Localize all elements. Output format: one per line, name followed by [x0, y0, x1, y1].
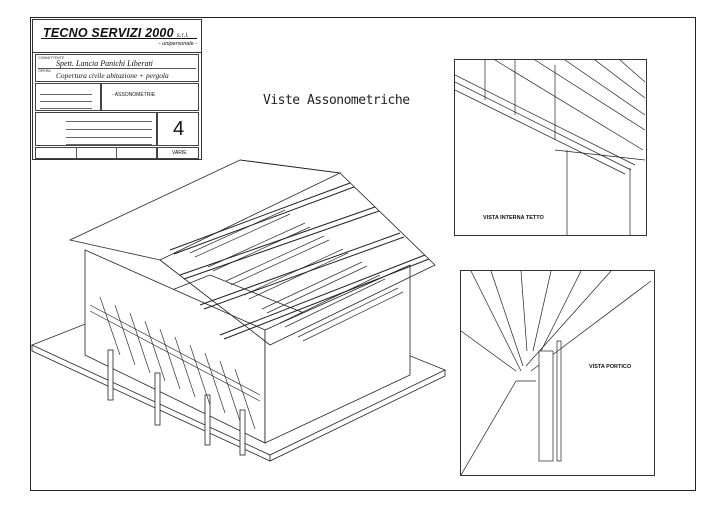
drawing-title: Viste Assonometriche — [263, 93, 410, 108]
sheet-code: VARIE — [172, 150, 187, 156]
sheet-number-box: 4 — [157, 112, 199, 146]
porch-caption: VISTA PORTICO — [589, 364, 632, 370]
revision-divider-2 — [116, 148, 117, 158]
client-box: COMMITTENTE Spett. Lancia Panichi Libera… — [35, 54, 199, 82]
company-underline — [41, 38, 197, 39]
work-description: Copertura civile abitazione + pergola — [56, 71, 169, 80]
company-suffix: s.r.l. — [176, 33, 190, 39]
revision-box — [35, 147, 157, 159]
client-name: Spett. Lancia Panichi Liberati — [56, 59, 153, 68]
client-label: COMMITTENTE — [38, 56, 65, 60]
ref-line-1 — [40, 94, 92, 95]
axonometric-building-drawing — [30, 159, 446, 462]
roof-interior-caption: VISTA INTERNA TETTO — [483, 215, 544, 221]
company-name-text: TECNO SERVIZI 2000 — [43, 26, 174, 40]
ref-line-3 — [40, 108, 92, 109]
drawing-sheet-border — [30, 17, 696, 491]
sheet-code-box: VARIE — [157, 147, 199, 159]
work-label: OPERA — [38, 69, 51, 73]
sheet-number: 4 — [173, 118, 185, 140]
revision-divider-1 — [76, 148, 77, 158]
company-subtitle: - unipersonale - — [158, 41, 197, 47]
client-divider — [38, 68, 196, 69]
subject-text: - ASSONOMETRIE — [112, 92, 156, 98]
roof-interior-view-frame: VISTA INTERNA TETTO — [454, 59, 647, 236]
approvals-box — [35, 112, 157, 146]
subject-box: - ASSONOMETRIE — [101, 83, 199, 111]
porch-view-frame: VISTA PORTICO — [460, 270, 655, 476]
approval-line-2 — [66, 129, 152, 130]
porch-view-drawing — [461, 271, 652, 475]
references-box — [35, 83, 101, 111]
ref-line-2 — [40, 101, 92, 102]
approval-line-1 — [66, 121, 152, 122]
approval-line-3 — [66, 137, 152, 138]
roof-interior-view-drawing — [455, 60, 646, 235]
approval-line-4 — [66, 144, 152, 145]
